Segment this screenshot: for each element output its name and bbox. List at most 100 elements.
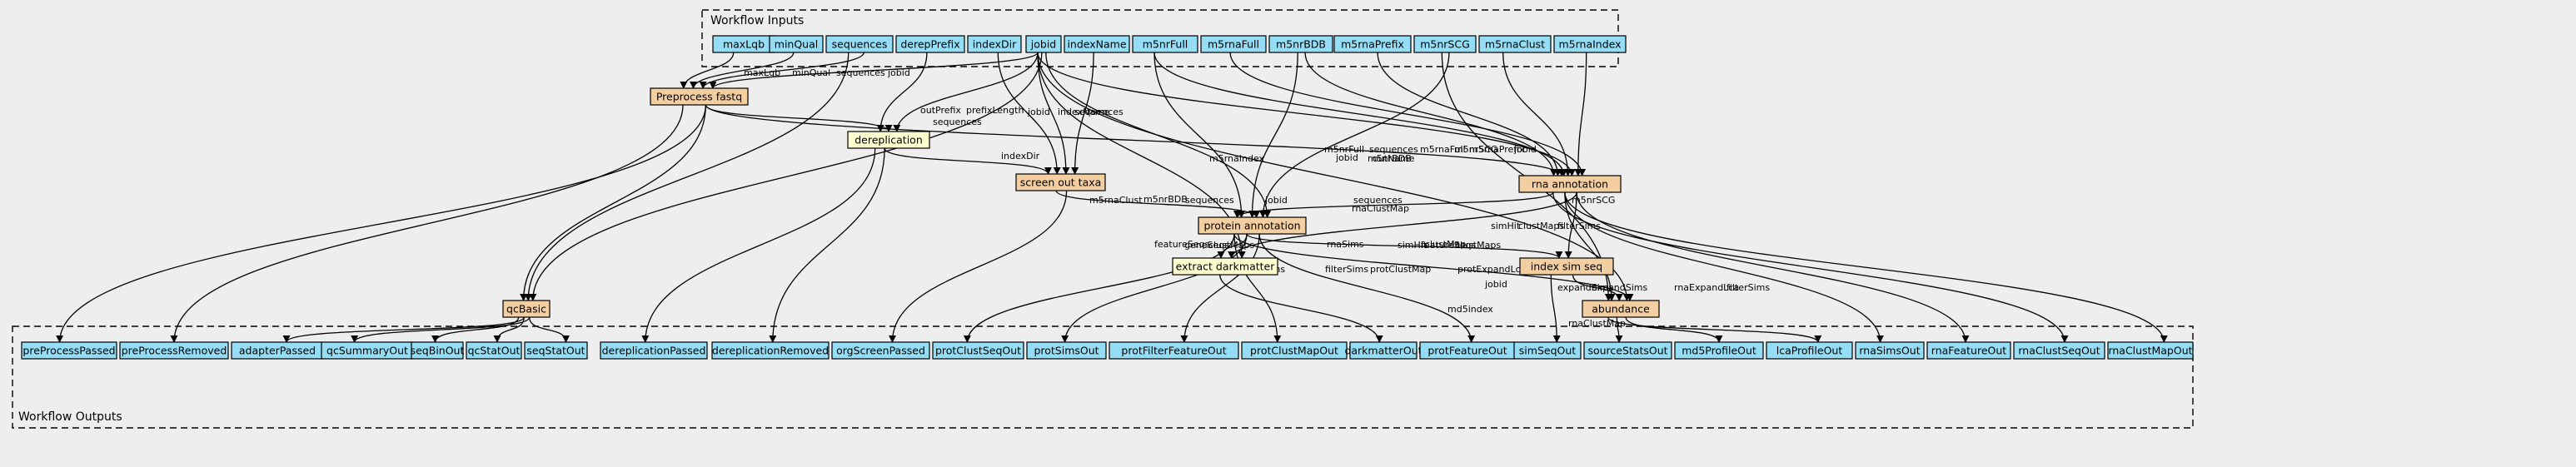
- svg-text:rna annotation: rna annotation: [1532, 178, 1608, 191]
- edge-label: indexName: [1058, 107, 1110, 117]
- edge-label: rnaSims: [1327, 239, 1364, 250]
- output-node-rnafeatureout: rnaFeatureOut: [1926, 341, 2011, 360]
- svg-text:simSeqOut: simSeqOut: [1519, 345, 1576, 357]
- svg-text:extract darkmatter: extract darkmatter: [1176, 261, 1276, 273]
- edge: [705, 104, 893, 132]
- edge-label: filterSims: [1726, 282, 1770, 293]
- edge-label: rnaClustMap: [1568, 318, 1626, 329]
- svg-text:protFilterFeatureOut: protFilterFeatureOut: [1121, 345, 1226, 357]
- svg-text:md5ProfileOut: md5ProfileOut: [1682, 345, 1756, 357]
- svg-text:seqBinOut: seqBinOut: [411, 345, 465, 357]
- edge-label: m5rnaPrefix: [1469, 144, 1525, 155]
- edge-label: m5nrSCG: [1572, 195, 1615, 206]
- output-node-protfeatureout: protFeatureOut: [1419, 341, 1516, 360]
- edge-label: minQual: [792, 67, 830, 78]
- svg-text:screen out taxa: screen out taxa: [1020, 176, 1102, 189]
- edge: [1258, 52, 1450, 218]
- output-node-protclustmapout: protClustMapOut: [1241, 341, 1348, 360]
- output-node-preprocessremoved: preProcessRemoved: [119, 341, 229, 360]
- edge-label: clustMaps: [1455, 240, 1501, 251]
- input-node-m5nrscg: m5nrSCG: [1413, 35, 1477, 53]
- svg-text:qcBasic: qcBasic: [506, 303, 546, 315]
- input-node-minqual: minQual: [769, 35, 824, 53]
- edge: [1055, 190, 1261, 218]
- edge-label: geneSeqs: [1184, 240, 1229, 251]
- input-node-sequences: sequences: [825, 35, 894, 53]
- edge: [1576, 191, 1970, 343]
- output-node-sourcestatsout: sourceStatsOut: [1583, 341, 1672, 360]
- edge-label: outPrefix: [920, 105, 961, 116]
- edge: [641, 147, 876, 343]
- svg-text:maxLqb: maxLqb: [723, 38, 765, 51]
- svg-text:dereplicationRemoved: dereplicationRemoved: [712, 345, 829, 357]
- edge: [1248, 52, 1298, 218]
- input-node-m5rnaprefix: m5rnaPrefix: [1333, 35, 1412, 53]
- edge: [493, 316, 525, 343]
- step-node-screen-out-taxa: screen out taxa: [1015, 173, 1106, 191]
- outputs-title: Workflow Outputs: [18, 410, 122, 424]
- svg-text:sourceStatsOut: sourceStatsOut: [1587, 345, 1667, 357]
- edge-label: sequences: [1185, 195, 1234, 206]
- step-node-protein-annotation: protein annotation: [1198, 216, 1307, 235]
- input-node-m5nrbdb: m5nrBDB: [1268, 35, 1333, 53]
- edge-label: maxLqb: [744, 67, 780, 78]
- edge: [1502, 52, 1572, 176]
- edge: [1037, 52, 1070, 175]
- svg-text:protFeatureOut: protFeatureOut: [1428, 345, 1507, 357]
- edge-label: rnaExpandLca: [1674, 282, 1739, 293]
- edge-label: clustMap: [1425, 239, 1466, 250]
- svg-text:abundance: abundance: [1592, 303, 1650, 315]
- edge: [1258, 233, 1476, 343]
- inputs-title: Workflow Inputs: [710, 14, 804, 27]
- output-node-dereplicationremoved: dereplicationRemoved: [711, 341, 830, 360]
- input-node-maxlqb: maxLqb: [712, 35, 775, 53]
- edge-label: featureSeqs: [1154, 239, 1209, 250]
- edge-label: jobid: [1513, 144, 1537, 155]
- edge-label: m5nrFull: [1324, 144, 1364, 155]
- edge: [282, 316, 525, 343]
- svg-text:rnaClustSeqOut: rnaClustSeqOut: [2018, 345, 2100, 357]
- svg-text:dereplication: dereplication: [855, 134, 923, 147]
- svg-text:m5rnaClust: m5rnaClust: [1485, 38, 1545, 51]
- edge: [1607, 316, 1822, 343]
- edge: [56, 104, 706, 343]
- edge: [769, 147, 885, 343]
- edge: [1037, 52, 1631, 301]
- step-node-qcbasic: qcBasic: [502, 300, 551, 318]
- step-node-index-sim-seq: index sim seq: [1519, 257, 1614, 276]
- edge: [1229, 52, 1587, 176]
- edge: [1377, 52, 1562, 176]
- edge-label: jobid: [1335, 152, 1358, 163]
- edge: [529, 52, 1043, 301]
- edge: [1153, 52, 1568, 176]
- edge-label: filterSims: [1557, 221, 1601, 231]
- step-node-rna-annotation: rna annotation: [1518, 175, 1622, 193]
- output-node-dereplicationpassed: dereplicationPassed: [600, 341, 708, 360]
- output-node-simseqout: simSeqOut: [1513, 341, 1582, 360]
- edge-label: jobid: [887, 67, 910, 78]
- edge-label: clustMaps: [1518, 221, 1564, 231]
- svg-text:protSimsOut: protSimsOut: [1034, 345, 1099, 357]
- edge: [963, 233, 1235, 343]
- svg-text:adapterPassed: adapterPassed: [239, 345, 316, 357]
- output-node-protsimsout: protSimsOut: [1026, 341, 1107, 360]
- edge: [1228, 191, 1577, 259]
- edge: [1564, 191, 2168, 343]
- output-node-darkmatterout: darkmatterOut: [1344, 341, 1423, 360]
- input-node-m5nrfull: m5nrFull: [1132, 35, 1198, 53]
- edge-label: filterSims: [1325, 264, 1368, 275]
- svg-text:rnaFeatureOut: rnaFeatureOut: [1931, 345, 2006, 357]
- edge: [1233, 233, 1634, 301]
- edge: [1564, 191, 1885, 343]
- svg-text:dereplicationPassed: dereplicationPassed: [602, 345, 706, 357]
- edge-label: jobid: [1484, 279, 1507, 290]
- output-node-rnasimsout: rnaSimsOut: [1855, 341, 1925, 360]
- edge: [1180, 233, 1260, 343]
- edge: [524, 52, 850, 301]
- svg-text:index sim seq: index sim seq: [1531, 261, 1602, 273]
- edge: [893, 52, 1039, 132]
- svg-text:m5rnaPrefix: m5rnaPrefix: [1341, 38, 1404, 51]
- step-node-preprocess-fastq: Preprocess fastq: [650, 87, 749, 106]
- output-node-qcsummaryout: qcSummaryOut: [321, 341, 414, 360]
- edge: [1233, 191, 1554, 218]
